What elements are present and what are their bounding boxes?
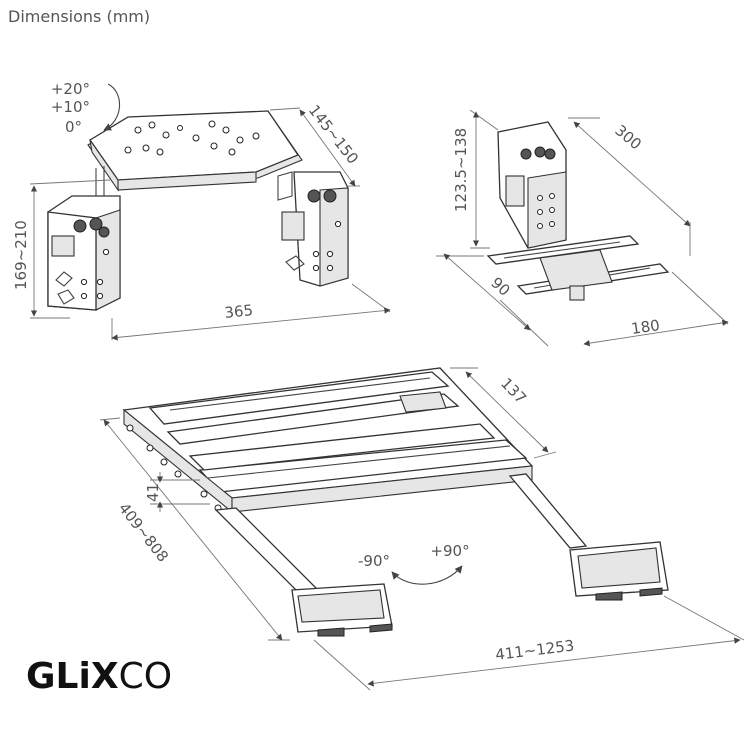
frame-height-label: 41: [144, 483, 162, 502]
bracket-dimension-lines: [436, 109, 729, 347]
frame-offset-label: 137: [497, 374, 530, 407]
brand-logo: GLiXCO: [26, 656, 172, 697]
tilt-label-0: 0°: [65, 118, 82, 136]
bracket-drawing: [486, 121, 670, 301]
brand-logo-dark: GLiX: [26, 656, 119, 697]
clamp-dimension-lines: [29, 107, 391, 341]
slide-frame-drawing: [122, 367, 669, 637]
bracket-height-label: 123.5~138: [452, 128, 470, 212]
clamp-mount-drawing: [47, 110, 349, 311]
clamp-height-label: 169~210: [12, 220, 30, 290]
frame-depth-label: 409~808: [115, 499, 172, 565]
bracket-width-label: 180: [630, 316, 661, 338]
rotation-pos-label: +90°: [430, 542, 469, 560]
brand-logo-light: CO: [119, 656, 172, 697]
tilt-arrow: [103, 83, 121, 131]
plate-holes: [124, 120, 260, 156]
tilt-label-20: +20°: [51, 80, 90, 98]
rotation-neg-label: -90°: [358, 552, 390, 570]
frame-width-label: 411~1253: [494, 636, 575, 664]
tilt-label-10: +10°: [51, 98, 90, 116]
rotation-arrow: [391, 565, 463, 585]
clamp-width-label: 365: [224, 301, 254, 322]
clamp-depth-label: 145~150: [305, 101, 362, 167]
diagram-title: Dimensions (mm): [8, 7, 150, 26]
frame-dimension-lines: [99, 367, 745, 691]
bracket-depth-label: 300: [611, 121, 645, 153]
